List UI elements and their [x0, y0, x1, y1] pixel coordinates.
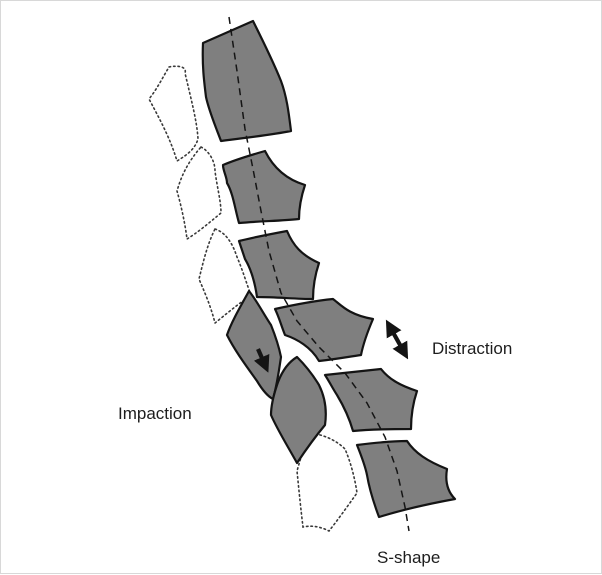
s-shape-label: S-shape — [377, 549, 440, 566]
vertebra-1 — [203, 21, 291, 141]
vertebra-2 — [223, 151, 305, 223]
ghost-vertebra-1 — [149, 66, 198, 161]
impaction-label: Impaction — [118, 405, 192, 422]
vertebra-5 — [325, 369, 417, 431]
ghost-vertebra-2 — [177, 147, 221, 239]
vertebra-6 — [357, 441, 455, 517]
distraction-label: Distraction — [432, 340, 512, 357]
vertebra-impacted-upper — [227, 291, 281, 399]
displaced-vertebrae — [203, 21, 455, 517]
double-headed-arrow-icon — [390, 327, 404, 352]
vertebra-3 — [239, 231, 319, 299]
